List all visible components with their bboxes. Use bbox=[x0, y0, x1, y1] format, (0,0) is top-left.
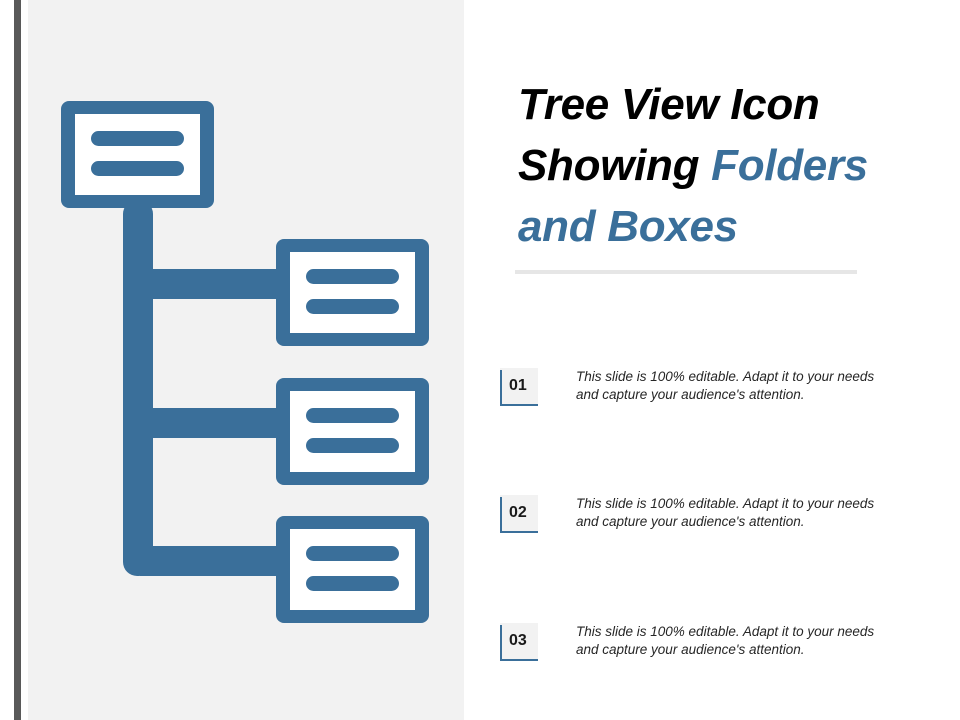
title-line-2-plain: Showing bbox=[518, 141, 712, 190]
title-line-1: Tree View Icon bbox=[518, 80, 820, 129]
number-badge: 03 bbox=[500, 623, 538, 661]
item-description: This slide is 100% editable. Adapt it to… bbox=[576, 368, 916, 404]
item-description-line-1: This slide is 100% editable. Adapt it to… bbox=[576, 369, 875, 384]
item-number: 03 bbox=[509, 632, 527, 649]
item-description-line-2: and capture your audience's attention. bbox=[576, 514, 805, 529]
title-line-3-accent: and Boxes bbox=[518, 202, 738, 251]
tree-trunk bbox=[123, 200, 153, 576]
list-item-1: 01 This slide is 100% editable. Adapt it… bbox=[500, 368, 920, 416]
tree-branch-2 bbox=[140, 408, 286, 438]
tree-branch-3 bbox=[140, 546, 286, 576]
list-item-2: 02 This slide is 100% editable. Adapt it… bbox=[500, 495, 920, 543]
number-badge: 01 bbox=[500, 368, 538, 406]
number-badge: 02 bbox=[500, 495, 538, 533]
title-line-2-accent: Folders bbox=[711, 141, 868, 190]
tree-branch-1 bbox=[140, 269, 286, 299]
left-accent-bar bbox=[14, 0, 21, 720]
item-description: This slide is 100% editable. Adapt it to… bbox=[576, 495, 916, 531]
tree-view-icon bbox=[61, 101, 429, 623]
list-item-3: 03 This slide is 100% editable. Adapt it… bbox=[500, 623, 920, 671]
item-description-line-2: and capture your audience's attention. bbox=[576, 642, 805, 657]
title-divider bbox=[515, 270, 857, 274]
item-description-line-2: and capture your audience's attention. bbox=[576, 387, 805, 402]
item-description-line-1: This slide is 100% editable. Adapt it to… bbox=[576, 624, 875, 639]
item-description: This slide is 100% editable. Adapt it to… bbox=[576, 623, 916, 659]
item-number: 02 bbox=[509, 504, 527, 521]
slide-title: Tree View Icon Showing Folders and Boxes bbox=[518, 74, 938, 257]
item-description-line-1: This slide is 100% editable. Adapt it to… bbox=[576, 496, 875, 511]
item-number: 01 bbox=[509, 377, 527, 394]
